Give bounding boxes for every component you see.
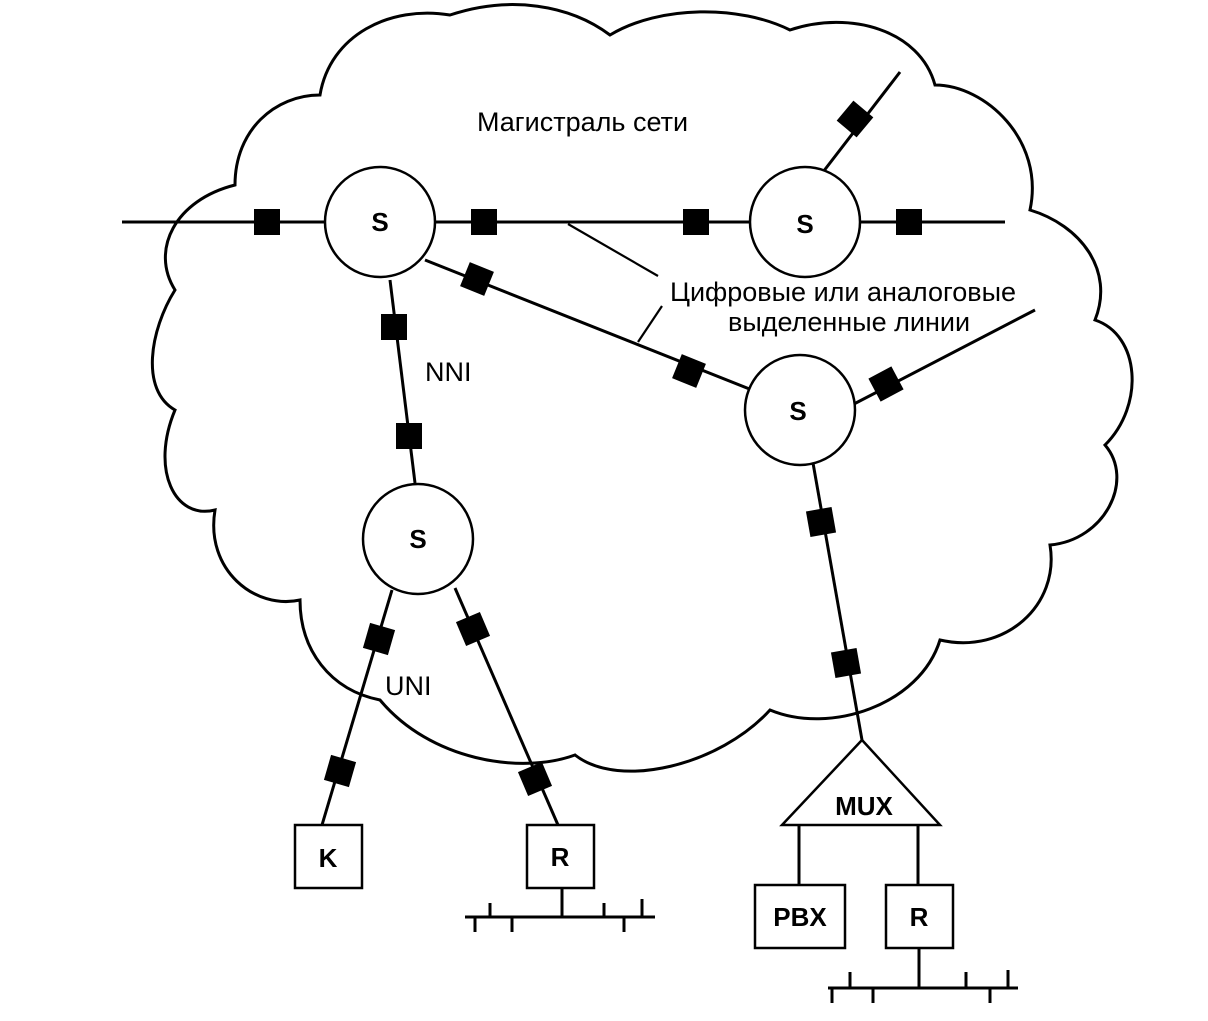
marker	[868, 366, 904, 402]
svg-text:S: S	[796, 209, 813, 239]
marker	[805, 506, 837, 538]
uni-label: UNI	[385, 671, 432, 701]
callout-line-2	[637, 305, 663, 343]
svg-text:MUX: MUX	[835, 791, 893, 821]
marker	[836, 100, 874, 138]
nni-label: NNI	[425, 357, 472, 387]
marker	[471, 209, 497, 235]
marker	[381, 314, 407, 340]
lan-bus-2	[828, 948, 1018, 1003]
mux-node: MUX	[779, 738, 943, 827]
router-r1: R	[525, 823, 596, 890]
svg-text:S: S	[371, 207, 388, 237]
marker	[830, 647, 862, 679]
svg-text:PBX: PBX	[773, 902, 827, 932]
callout-line-1	[567, 223, 659, 277]
switch-node-1: S	[323, 165, 437, 279]
marker	[460, 262, 494, 296]
backbone-label: Магистраль сети	[477, 107, 688, 137]
marker	[455, 611, 491, 647]
router-r2: R	[884, 883, 955, 950]
leased-lines-label-1: Цифровые или аналоговые	[670, 277, 1016, 307]
switch-node-3: S	[743, 353, 857, 467]
leased-lines-label-2: выделенные линии	[728, 307, 970, 337]
marker	[323, 754, 357, 788]
marker	[396, 423, 422, 449]
marker	[254, 209, 280, 235]
svg-text:K: K	[319, 843, 338, 873]
link-s1-s4	[388, 279, 417, 484]
switch-node-4: S	[361, 482, 475, 596]
marker	[362, 622, 396, 656]
svg-text:R: R	[551, 842, 570, 872]
marker	[517, 761, 553, 797]
pbx-node: PBX	[753, 883, 847, 950]
svg-text:S: S	[789, 396, 806, 426]
interface-markers	[254, 100, 922, 797]
lan-bus-1	[465, 888, 655, 932]
svg-text:S: S	[409, 524, 426, 554]
marker	[896, 209, 922, 235]
svg-text:R: R	[910, 902, 929, 932]
marker	[683, 209, 709, 235]
terminal-k: K	[293, 823, 364, 890]
switch-node-2: S	[748, 165, 862, 279]
marker	[672, 354, 706, 388]
